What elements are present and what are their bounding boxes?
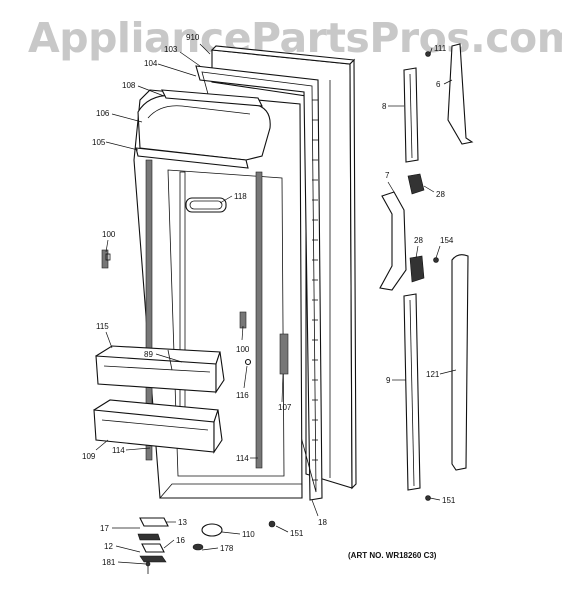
bracket-28-lower	[409, 255, 425, 283]
screw-154	[433, 257, 439, 263]
callout-104: 104	[144, 59, 158, 68]
bracket-28-top	[407, 173, 425, 195]
callout-118: 118	[234, 192, 247, 201]
door-handle-7	[379, 191, 407, 291]
callout-28-top: 28	[436, 190, 445, 199]
callout-107: 107	[278, 403, 292, 412]
callout-8: 8	[382, 102, 387, 111]
right-shelf-rail	[255, 171, 263, 469]
callout-16: 16	[176, 536, 185, 545]
dairy-top-trim	[161, 89, 263, 107]
callout-114-left: 114	[112, 446, 125, 455]
callout-121: 121	[426, 370, 440, 379]
callout-154: 154	[440, 236, 454, 245]
left-shelf-rail	[145, 159, 153, 461]
dairy-compartment-cover	[135, 89, 271, 169]
callout-18: 18	[318, 518, 327, 527]
screw-116	[244, 358, 252, 366]
door-bin-115	[95, 345, 225, 394]
callout-109: 109	[82, 452, 96, 461]
hinge-12	[139, 555, 167, 563]
screw-151-left	[268, 520, 276, 528]
handle-cap-6	[447, 43, 474, 145]
callout-110: 110	[242, 530, 255, 539]
cam-16	[141, 543, 165, 553]
callout-178: 178	[220, 544, 234, 553]
bushing-13	[139, 517, 169, 527]
callout-108: 108	[122, 81, 136, 90]
callout-100-right: 100	[236, 345, 250, 354]
callout-181: 181	[102, 558, 116, 567]
callout-115: 115	[96, 322, 109, 331]
callout-12: 12	[104, 542, 113, 551]
door-bin-109	[93, 399, 223, 454]
door-liner	[133, 89, 303, 499]
callout-89: 89	[144, 350, 153, 359]
art-number: (ART NO. WR18260 C3)	[348, 551, 437, 560]
callout-17: 17	[100, 524, 109, 533]
screw-111	[425, 51, 431, 57]
gasket-ribs	[312, 99, 318, 481]
hinge-parts	[137, 517, 276, 574]
handle-trim-9	[403, 293, 421, 491]
callout-13: 13	[178, 518, 187, 527]
callout-100-left: 100	[102, 230, 116, 239]
handle-recess-118	[185, 197, 227, 213]
callout-9: 9	[386, 376, 391, 385]
shelf-clip-100-right	[239, 311, 247, 329]
screw-151-right	[425, 495, 431, 501]
callout-7: 7	[385, 171, 390, 180]
callout-103: 103	[164, 45, 178, 54]
callout-111: 111	[434, 44, 447, 53]
callout-105: 105	[92, 138, 106, 147]
callout-28-lower: 28	[414, 236, 423, 245]
part-110	[201, 523, 223, 537]
callout-116: 116	[236, 391, 249, 400]
shelf-clip-100-left	[101, 249, 111, 269]
leader-lines	[95, 43, 457, 565]
callout-151-right: 151	[442, 496, 456, 505]
callout-106: 106	[96, 109, 110, 118]
callout-labels: 910 103 104 108 106 105 118 100 115 89 1…	[82, 33, 456, 567]
handle-trim-121	[451, 254, 469, 471]
callout-151-left: 151	[290, 529, 304, 538]
hinge-17	[137, 533, 161, 541]
dairy-hinge-bar	[135, 147, 249, 169]
callout-910: 910	[186, 33, 200, 42]
handle-trim-8	[403, 67, 419, 163]
callout-6: 6	[436, 80, 441, 89]
part-178	[192, 543, 204, 551]
cover-107	[279, 333, 289, 375]
callout-114-right: 114	[236, 454, 249, 463]
